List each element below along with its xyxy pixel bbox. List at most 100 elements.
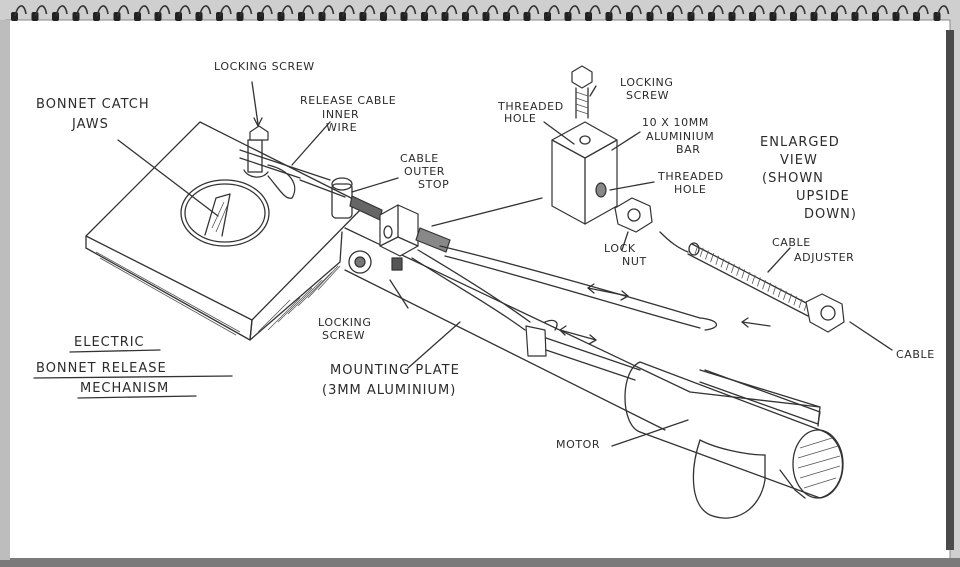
binding-hole	[646, 12, 654, 21]
spiral-binding	[11, 5, 950, 21]
binding-ring	[711, 5, 724, 17]
label-cable-outer-stop-2: OUTER	[404, 165, 445, 178]
label-enlarged-view-3: (SHOWN	[762, 171, 824, 186]
binding-ring	[219, 5, 232, 17]
binding-hole	[462, 12, 469, 21]
binding-hole	[72, 12, 80, 21]
label-cable-outer-stop: CABLE	[400, 152, 439, 165]
label-lock-nut-2: NUT	[622, 255, 647, 268]
binding-ring	[280, 5, 294, 17]
binding-ring	[485, 5, 499, 17]
binding-hole	[11, 12, 18, 21]
binding-ring	[670, 5, 683, 17]
binding-ring	[629, 5, 642, 17]
catch-jaws	[180, 179, 270, 247]
binding-ring	[608, 5, 622, 17]
binding-ring	[301, 5, 314, 17]
binding-ring	[875, 5, 888, 17]
binding-hole	[626, 12, 633, 21]
binding-hole	[195, 12, 203, 21]
binding-ring	[731, 5, 745, 17]
thread-line	[725, 261, 730, 271]
label-cable-adjuster-2: ADJUSTER	[794, 251, 854, 264]
binding-ring	[936, 5, 950, 17]
binding-hole	[441, 12, 449, 21]
thread-line	[767, 282, 772, 292]
label-locking-screw-top: LOCKING SCREW	[214, 60, 315, 73]
thread-line	[793, 296, 798, 306]
binding-hole	[708, 12, 715, 21]
release-lever	[239, 125, 331, 199]
binding-hole	[113, 12, 121, 21]
binding-hole	[687, 12, 695, 21]
binding-hole	[31, 12, 39, 21]
binding-ring	[813, 5, 827, 17]
label-enlarged-view-2: VIEW	[780, 153, 818, 168]
binding-ring	[752, 5, 765, 17]
binding-ring	[506, 5, 519, 17]
label-release-cable: RELEASE CABLE	[300, 94, 396, 107]
label-enlarged-view-5: DOWN)	[804, 207, 857, 222]
thread-line	[783, 290, 787, 301]
binding-ring	[424, 5, 437, 17]
binding-ring	[239, 5, 253, 17]
binding-hole	[810, 12, 818, 21]
binding-ring	[321, 5, 335, 17]
binding-ring	[588, 5, 601, 17]
thread-line	[757, 277, 761, 287]
binding-hole	[257, 12, 264, 21]
label-locking-screw-bar: LOCKING	[620, 76, 674, 89]
label-aluminium-bar: 10 X 10MM	[642, 116, 709, 129]
label-threaded-hole-1b: HOLE	[504, 112, 536, 125]
thread-line	[746, 271, 751, 282]
binding-hole	[93, 12, 100, 21]
binding-ring	[342, 5, 355, 17]
binding-hole	[544, 12, 551, 21]
label-threaded-hole-1: THREADED	[497, 100, 564, 113]
binding-hole	[933, 12, 941, 21]
motor-cable	[411, 245, 718, 331]
thread-line	[710, 252, 714, 263]
notebook-paper	[5, 19, 951, 561]
binding-hole	[380, 12, 387, 21]
thread-line	[694, 244, 699, 255]
label-release-cable-3: WIRE	[326, 121, 357, 134]
binding-hole	[277, 12, 285, 21]
binding-hole	[154, 12, 162, 21]
binding-hole	[134, 12, 141, 21]
label-bonnet-catch-jaws-2: JAWS	[71, 117, 109, 132]
binding-ring	[55, 5, 68, 17]
cable-bracket	[379, 204, 419, 271]
binding-ring	[14, 5, 27, 17]
binding-ring	[362, 5, 376, 17]
label-threaded-hole-2: THREADED	[657, 170, 724, 183]
binding-hole	[482, 12, 490, 21]
label-mounting-plate-2: (3MM ALUMINIUM)	[322, 383, 456, 398]
leader-lines	[117, 81, 893, 447]
labels: LOCKING SCREW BONNET CATCH JAWS RELEASE …	[36, 60, 935, 451]
binding-ring	[116, 5, 130, 17]
binding-ring	[649, 5, 663, 17]
label-bonnet-catch-jaws: BONNET CATCH	[36, 97, 150, 112]
label-motor: MOTOR	[556, 438, 600, 451]
cable-adjuster	[687, 242, 845, 333]
label-cable: CABLE	[896, 348, 935, 361]
binding-hole	[831, 12, 838, 21]
binding-hole	[892, 12, 900, 21]
binding-ring	[383, 5, 396, 17]
thread-line	[741, 269, 746, 279]
binding-ring	[137, 5, 150, 17]
binding-hole	[769, 12, 777, 21]
thread-line	[798, 298, 803, 309]
binding-hole	[790, 12, 797, 21]
thread-line	[788, 293, 792, 303]
label-locking-screw-low-2: SCREW	[322, 329, 365, 342]
aluminium-bar	[551, 121, 618, 225]
binding-ring	[834, 5, 847, 17]
label-cable-outer-stop-3: STOP	[418, 178, 449, 191]
binding-ring	[198, 5, 212, 17]
binding-ring	[260, 5, 273, 17]
bar-locking-screw	[571, 65, 593, 119]
binding-ring	[75, 5, 89, 17]
